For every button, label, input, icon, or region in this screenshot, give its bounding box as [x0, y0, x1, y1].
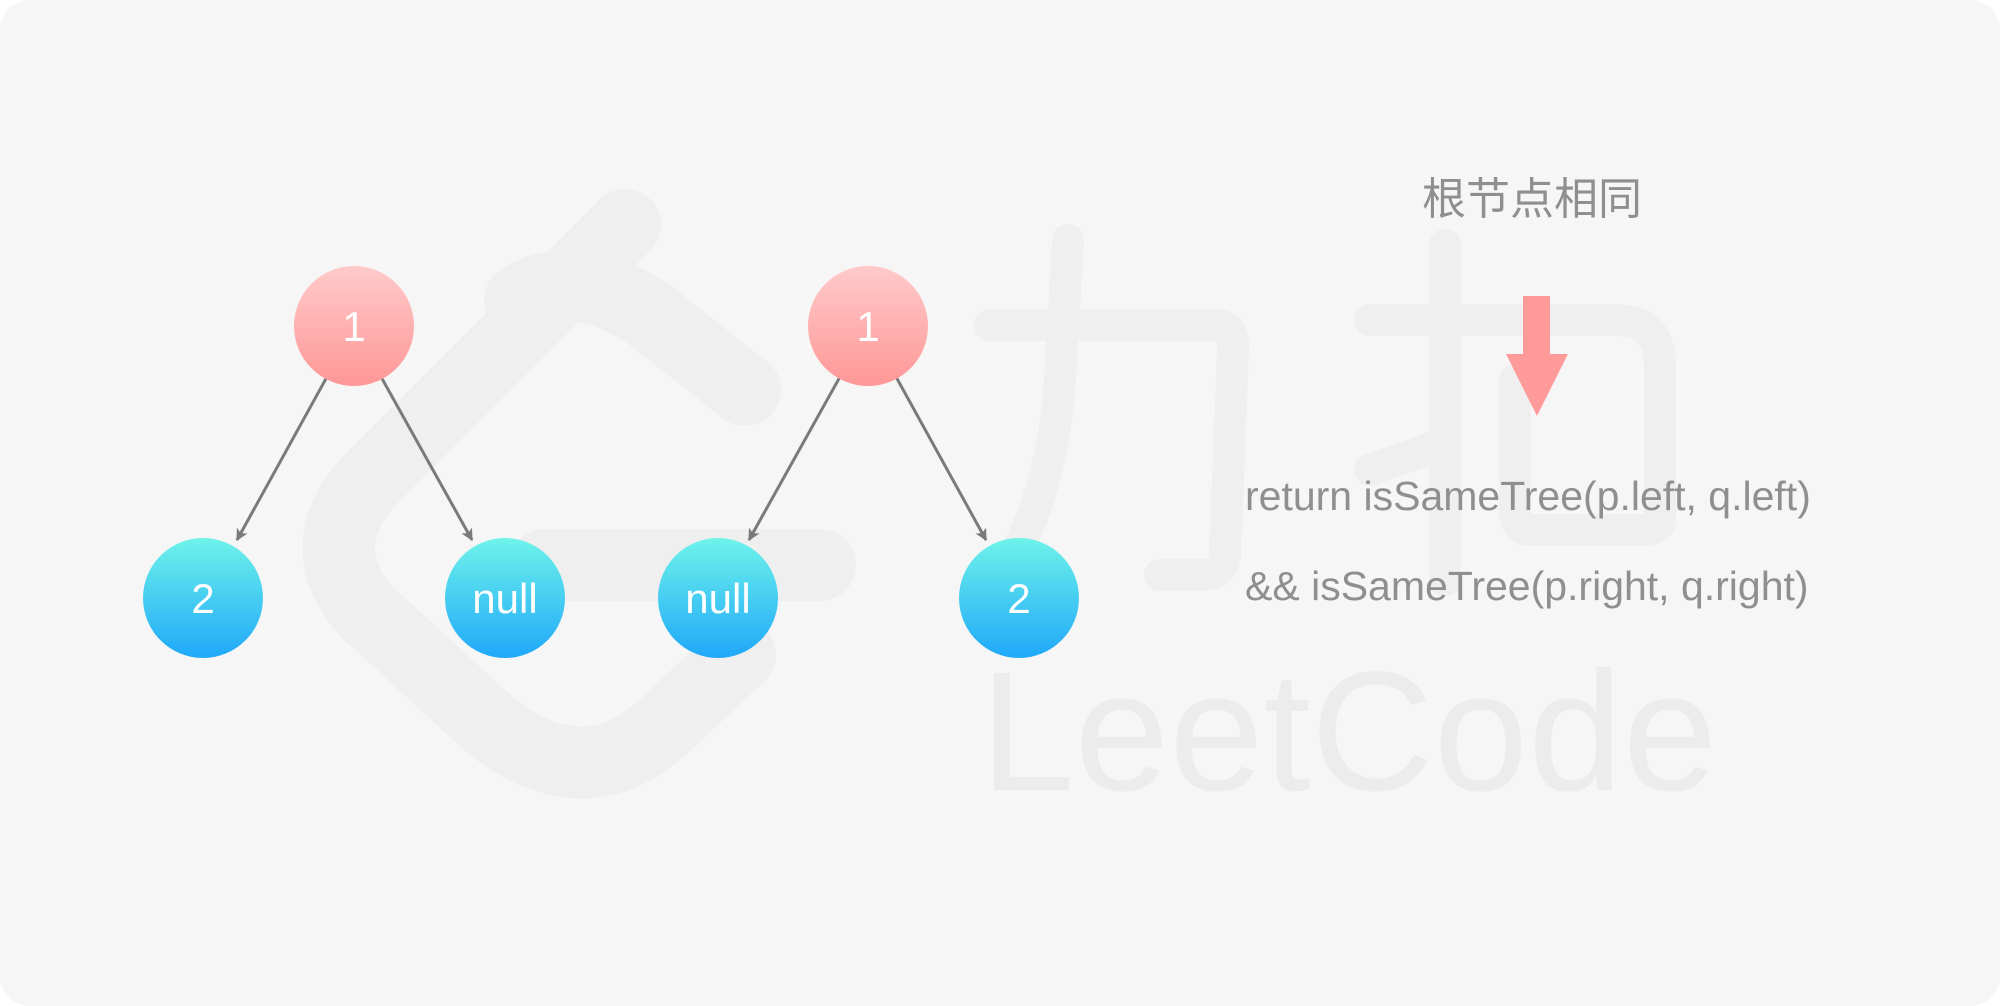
arrow-down-icon — [1506, 296, 1568, 416]
tree-1-edges — [235, 374, 474, 542]
tree-1-left-label: 2 — [191, 575, 214, 622]
tree-1-root-node: 1 — [294, 266, 414, 386]
tree-1: 1 2 null — [143, 266, 565, 658]
annotation: 根节点相同 return isSameTree(p.left, q.left) … — [1245, 174, 1811, 609]
tree-2-edge-right — [893, 374, 988, 542]
tree-2-root-node: 1 — [808, 266, 928, 386]
watermark: LeetCode — [302, 189, 1717, 827]
leetcode-logo-icon — [302, 189, 856, 799]
tree-2-right-label: 2 — [1007, 575, 1030, 622]
tree-2: 1 null 2 — [658, 266, 1079, 658]
watermark-text: LeetCode — [980, 637, 1717, 827]
tree-2-left-node: null — [658, 538, 778, 658]
caption-text: 根节点相同 — [1422, 174, 1642, 225]
tree-1-right-node: null — [445, 538, 565, 658]
lili-glyph-icon — [969, 224, 1676, 616]
tree-2-left-label: null — [685, 575, 750, 622]
tree-1-right-label: null — [472, 575, 537, 622]
tree-1-edge-left — [235, 374, 330, 542]
code-line-1: return isSameTree(p.left, q.left) — [1245, 473, 1811, 519]
tree-1-root-label: 1 — [342, 303, 365, 350]
tree-1-left-node: 2 — [143, 538, 263, 658]
code-line-2: && isSameTree(p.right, q.right) — [1245, 563, 1809, 609]
tree-2-edge-left — [747, 374, 843, 542]
tree-2-right-node: 2 — [959, 538, 1079, 658]
tree-2-root-label: 1 — [856, 303, 879, 350]
tree-2-edges — [747, 374, 988, 542]
tree-1-edge-right — [378, 374, 474, 542]
